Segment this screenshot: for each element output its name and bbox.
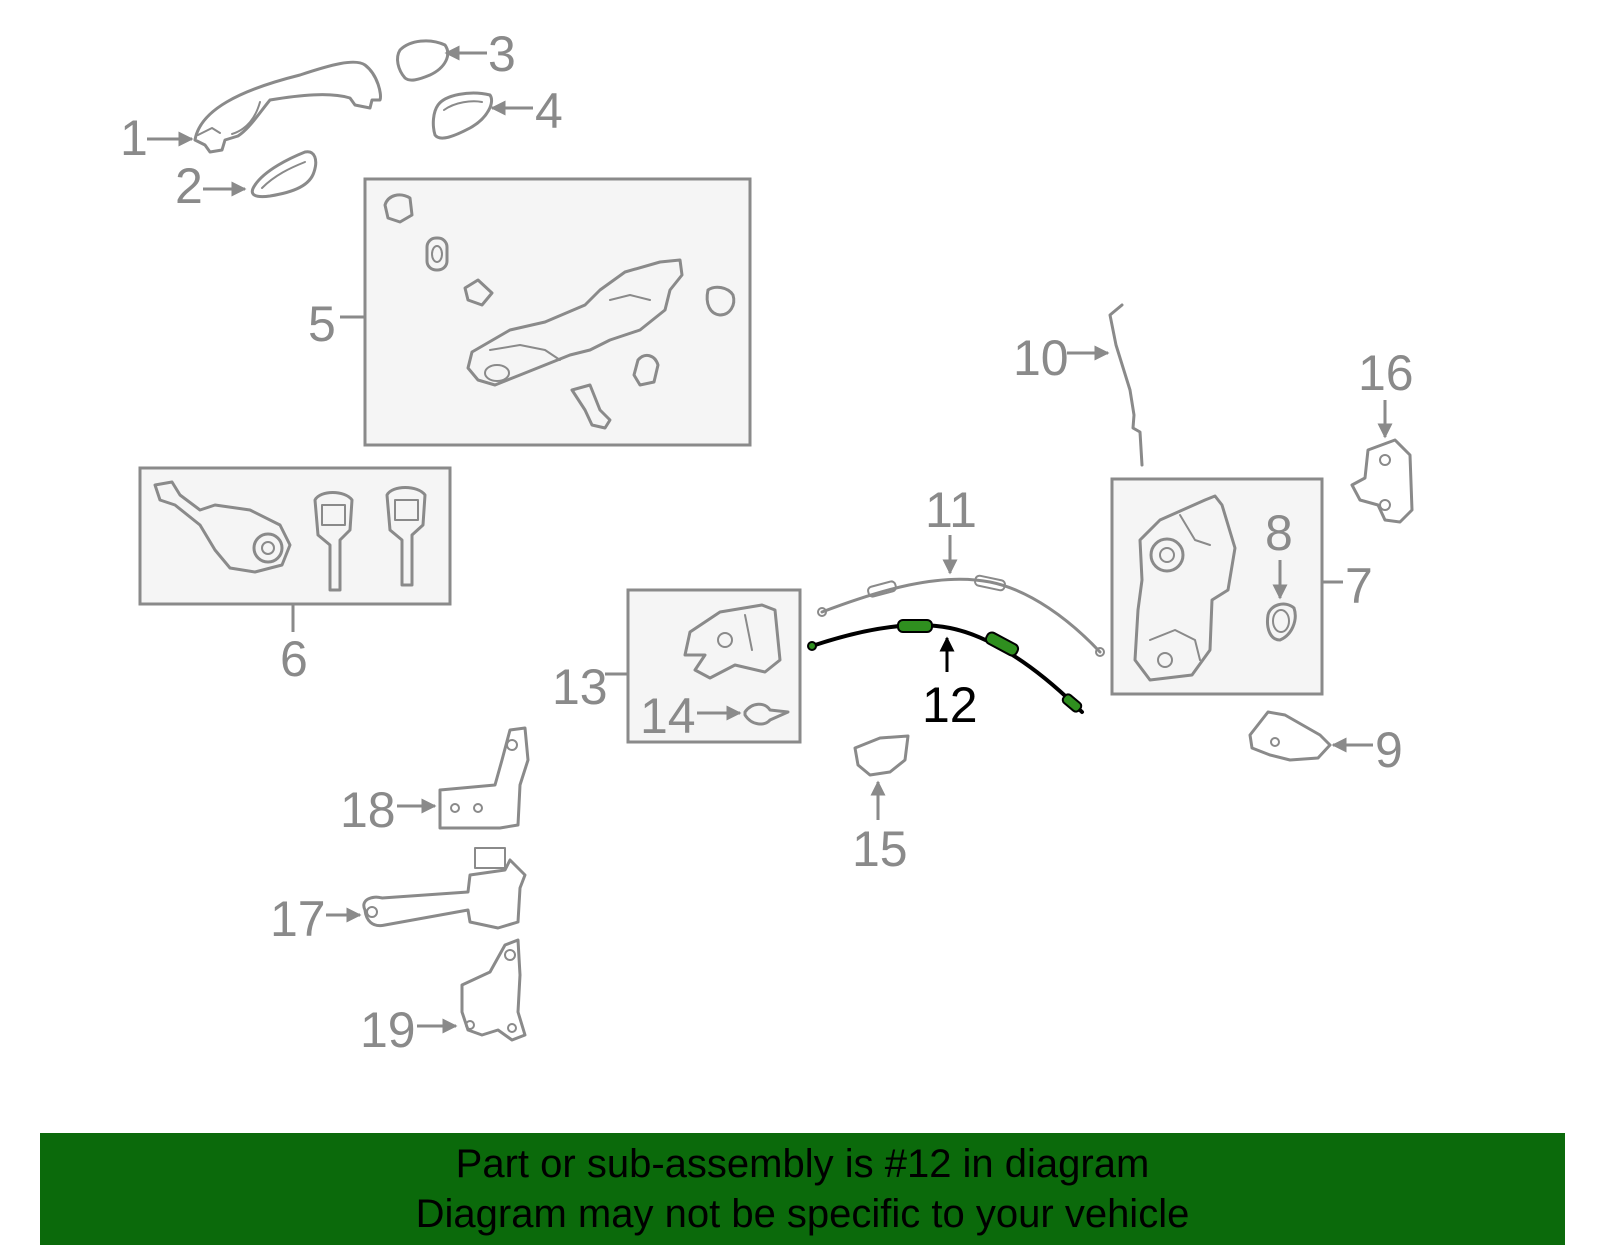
label-5: 5 [308,296,336,352]
label-13: 13 [552,659,608,715]
part-10-rod[interactable] [1108,303,1144,467]
part-12-cable-highlighted[interactable] [807,619,1084,714]
banner-line-1: Part or sub-assembly is #12 in diagram [455,1142,1150,1186]
part-12-sleeve-1 [897,619,933,633]
label-14: 14 [640,688,696,744]
part-5-handle-frame-kit[interactable] [383,193,736,430]
part-2-handle-pad[interactable] [250,150,318,199]
part-15-bezel[interactable] [853,734,910,777]
part-6-lock-cylinder-keys[interactable] [153,480,427,592]
part-8-seal[interactable] [1266,602,1297,642]
label-10: 10 [1013,330,1069,386]
label-3: 3 [488,26,516,82]
part-18-upper-hinge[interactable] [438,726,530,830]
label-18: 18 [340,782,396,838]
part-1-outside-handle[interactable] [193,60,382,154]
part-7-latch-assembly[interactable] [1133,494,1237,682]
part-9-cover[interactable] [1248,710,1332,762]
label-16: 16 [1358,345,1414,401]
part-9-hole [1270,737,1280,747]
part-12-end-left [807,641,817,651]
label-1: 1 [120,110,148,166]
part-12-end-fitting [1061,693,1083,713]
label-12: 12 [922,677,978,733]
label-7: 7 [1345,558,1373,614]
label-4: 4 [535,83,563,139]
label-17: 17 [270,891,326,947]
banner-line-2: Diagram may not be specific to your vehi… [415,1192,1190,1236]
label-15: 15 [852,821,908,877]
part-8-inner [1272,609,1290,633]
part-16-hole-top [1379,454,1391,466]
part-11-cable[interactable] [817,574,1105,657]
label-6: 6 [280,631,308,687]
part-19-lower-hinge[interactable] [460,938,527,1042]
part-17-door-check[interactable] [362,847,527,930]
part-16-striker[interactable] [1350,438,1414,524]
part-16-hole-bottom [1379,499,1391,511]
box-5 [363,177,752,447]
label-9: 9 [1375,722,1403,778]
part-4-pad[interactable] [431,91,494,140]
label-2: 2 [175,158,203,214]
label-11: 11 [925,482,977,538]
info-banner: Part or sub-assembly is #12 in diagram D… [40,1133,1565,1245]
parts-diagram: 1 2 3 4 5 6 10 [120,26,1414,1058]
part-2-detail [261,161,306,189]
part-12-sleeve-2 [984,631,1020,657]
label-19: 19 [360,1002,416,1058]
part-13-inside-handle[interactable] [683,603,782,680]
part-3-cap[interactable] [396,39,450,82]
label-8: 8 [1265,505,1293,561]
part-4-detail [443,100,483,111]
part-14-clip[interactable] [743,702,790,726]
